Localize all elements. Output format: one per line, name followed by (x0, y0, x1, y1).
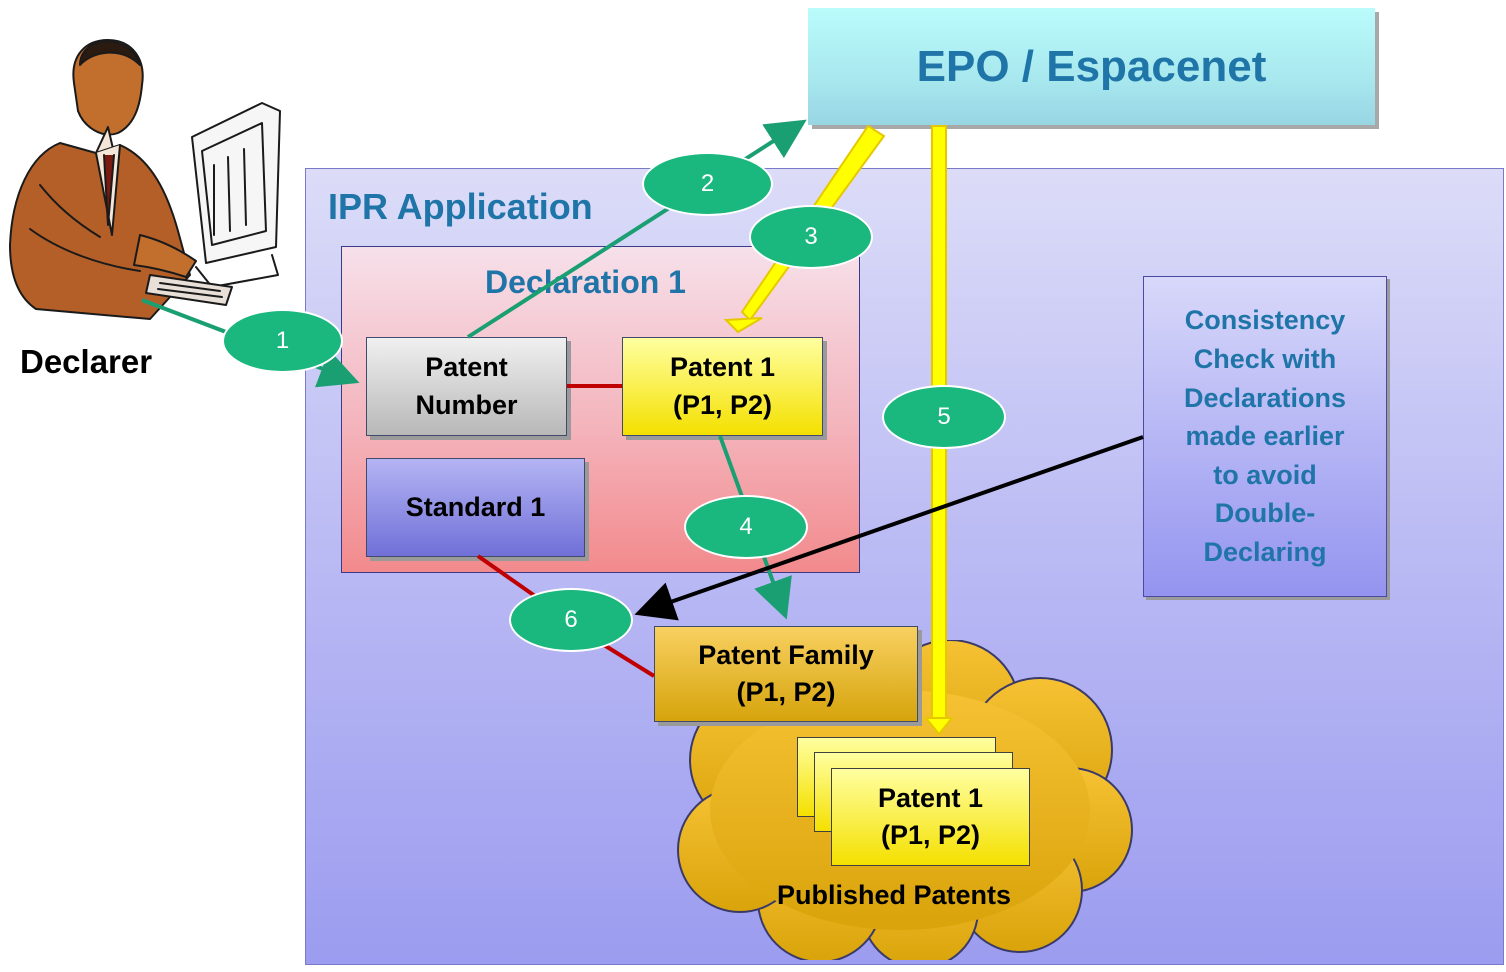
declarer-person-icon (9, 39, 281, 320)
link-standard-1-step-6 (476, 554, 537, 598)
ipr-application-title: IPR Application (328, 186, 593, 227)
step-2-badge: 2 (642, 152, 773, 216)
declarer-label: Declarer (20, 343, 153, 380)
patent-1-box: Patent 1 (P1, P2) (622, 337, 823, 436)
step-5-badge: 5 (882, 385, 1006, 449)
flow-consistency-to-step-6 (634, 435, 1144, 621)
link-step-6-patent-family (602, 643, 656, 678)
patent-family-box: Patent Family (P1, P2) (654, 626, 918, 722)
published-patents-label: Published Patents (777, 880, 1012, 910)
step-3-badge: 3 (749, 205, 873, 269)
published-patent-card: Patent 1 (P1, P2) (831, 768, 1030, 866)
step-6-badge: 6 (509, 588, 633, 652)
consistency-check-box: Consistency Check with Declarations made… (1143, 276, 1387, 597)
step-1-badge: 1 (222, 309, 343, 373)
epo-espacenet-box: EPO / Espacenet (808, 8, 1375, 125)
patent-number-box: Patent Number (366, 337, 567, 436)
step-4-badge: 4 (684, 495, 808, 559)
declaration-title: Declaration 1 (485, 264, 686, 300)
standard-1-box: Standard 1 (366, 458, 585, 557)
